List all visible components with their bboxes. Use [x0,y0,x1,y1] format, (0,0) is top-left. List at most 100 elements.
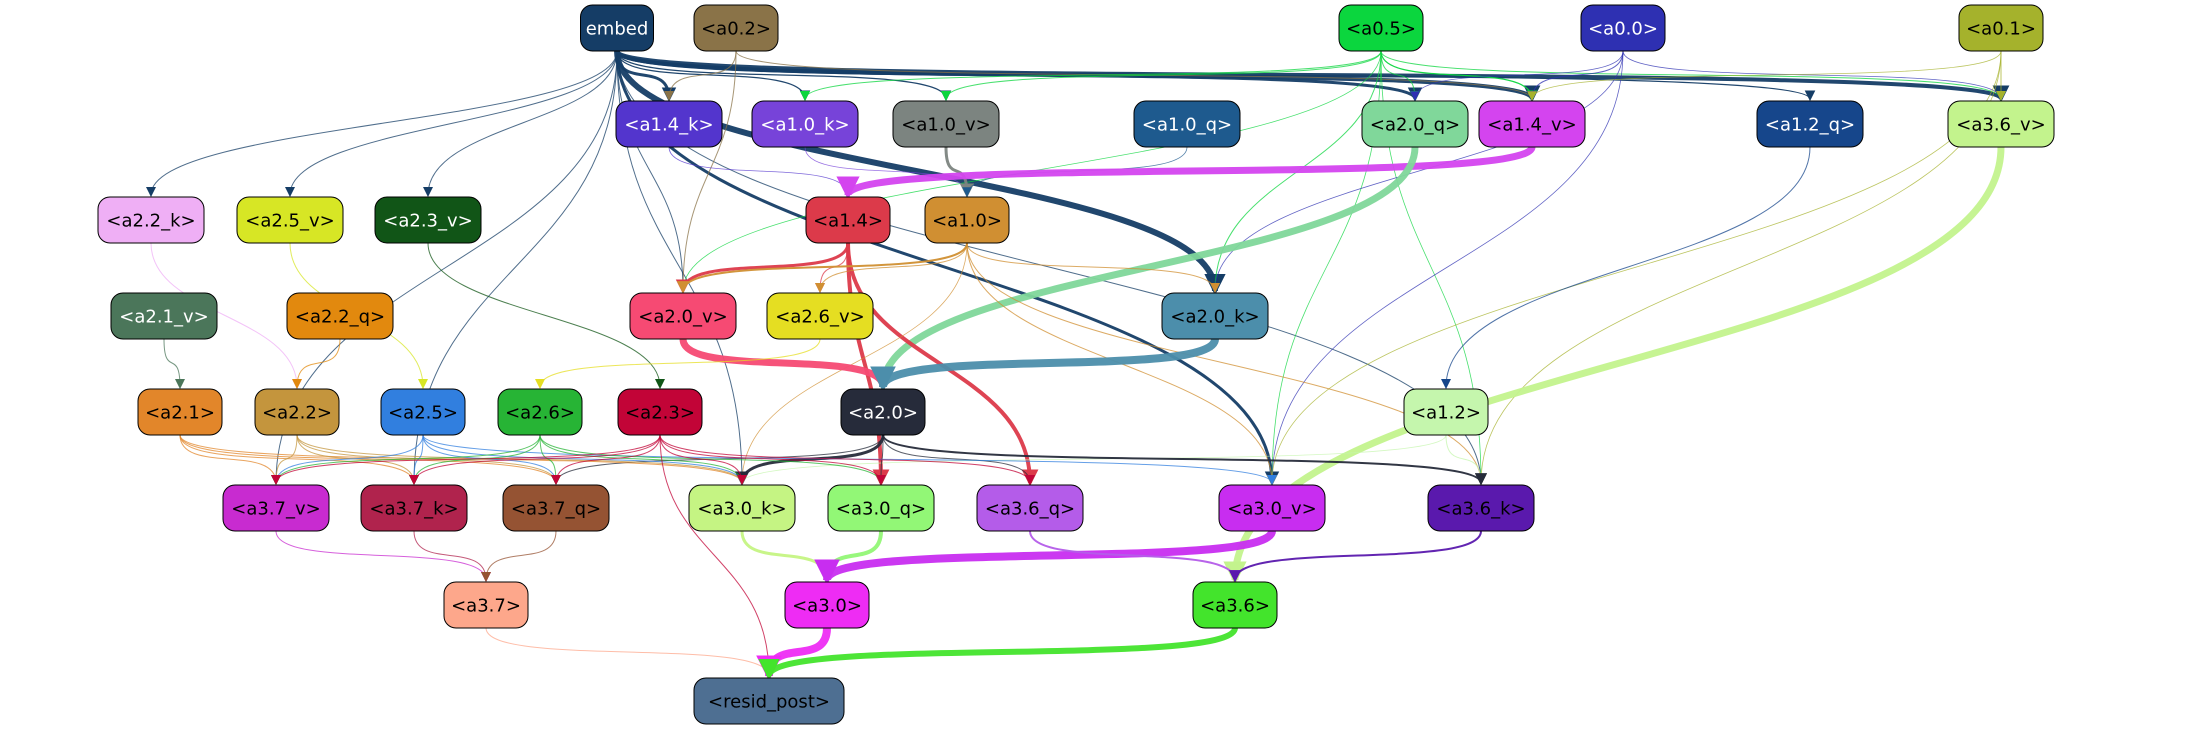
node-a2-2-k[interactable]: <a2.2_k> [97,196,205,244]
node-resid-post[interactable]: <resid_post> [693,677,845,725]
edge-a2_3-to-a3_6_q [659,434,1036,486]
node-a3-7-q[interactable]: <a3.7_q> [502,484,610,532]
edge-a0_5-to-a1_4_v [1380,50,1538,102]
node-a3-6-q[interactable]: <a3.6_q> [976,484,1084,532]
edge-a0_5-to-a1_0_k [800,50,1382,102]
node-a0-0[interactable]: <a0.0> [1580,4,1666,52]
node-label: <a1.0> [932,211,1002,232]
edge-a2_0-to-a3_6_k [882,434,1488,486]
node-box [222,484,330,532]
node-label: <a1.4_v> [1487,115,1576,136]
edge-a2_3-to-a3_7_k [408,434,661,486]
edge-a2_6-to-a3_7_v [270,434,541,486]
node-box [751,100,859,148]
node-label: <a1.0_q> [1142,115,1232,136]
node-a2-6[interactable]: <a2.6> [497,388,583,436]
node-a0-5[interactable]: <a0.5> [1338,4,1424,52]
edge-a0_0-to-a3_6_v [1622,50,2006,101]
node-box [1478,100,1586,148]
node-a3-7-k[interactable]: <a3.7_k> [360,484,468,532]
node-box [1192,581,1278,629]
node-embed[interactable]: embed [580,4,654,52]
node-a2-2-q[interactable]: <a2.2_q> [286,292,394,340]
node-label: <a2.0> [848,403,918,424]
node-a3-0-k[interactable]: <a3.0_k> [688,484,796,532]
node-a1-0-v[interactable]: <a1.0_v> [892,100,1000,148]
node-a0-2[interactable]: <a0.2> [693,4,779,52]
edge-a2_3-to-a3_7_v [270,434,661,486]
edge-embed-to-a2_5_v [284,50,618,198]
edge-a2_2_q-to-a2_2 [291,338,341,390]
node-a2-0-q[interactable]: <a2.0_q> [1361,100,1469,148]
node-label: <a2.5_v> [245,211,334,232]
node-a3-7-v[interactable]: <a3.7_v> [222,484,330,532]
edge-a0_5-to-a2_0_q [1380,50,1421,102]
node-box [617,388,703,436]
node-label: <a3.6> [1200,596,1270,617]
edge-a2_6_v-to-a2_6 [534,338,821,390]
node-box [827,484,935,532]
node-a1-2[interactable]: <a1.2> [1403,388,1489,436]
node-a3-0[interactable]: <a3.0> [784,581,870,629]
edge-a0_5-to-a3_6_v [1380,50,2006,102]
edge-embed-to-a2_2_k [145,50,618,198]
edge-a2_1_v-to-a2_1 [163,338,186,390]
node-a1-4[interactable]: <a1.4> [805,196,891,244]
node-a2-0-v[interactable]: <a2.0_v> [629,292,737,340]
node-a2-3[interactable]: <a2.3> [617,388,703,436]
node-a1-4-v[interactable]: <a1.4_v> [1478,100,1586,148]
node-box [110,292,218,340]
edge-embed-to-a2_0_k [614,50,1226,296]
node-a3-6[interactable]: <a3.6> [1192,581,1278,629]
node-a2-1-v[interactable]: <a2.1_v> [110,292,218,340]
node-label: <a2.0_v> [638,307,727,328]
edge-a1_2-to-a3_0_k [737,434,1447,485]
edge-a1_2-to-a3_6_k [1445,434,1487,486]
node-a2-2[interactable]: <a2.2> [254,388,340,436]
node-label: <a3.0_q> [836,499,926,520]
node-box [1133,100,1241,148]
edge-a2_3-to-a3_0_q [659,434,887,486]
node-a3-6-v[interactable]: <a3.6_v> [1947,100,2055,148]
node-a2-3-v[interactable]: <a2.3_v> [374,196,482,244]
edge-a2_3_v-to-a2_3 [427,242,666,390]
edge-a2_2-to-a3_7_q [296,434,562,486]
node-label: <a2.0_q> [1370,115,1460,136]
node-a2-5-v[interactable]: <a2.5_v> [236,196,344,244]
node-label: <a3.6_k> [1436,499,1525,520]
edge-a1_0_k-to-a1_0 [804,146,972,197]
edge-a2_0-to-a3_6_q [882,434,1036,486]
node-a1-0-q[interactable]: <a1.0_q> [1133,100,1241,148]
node-label: <a0.0> [1588,19,1658,40]
node-a0-1[interactable]: <a0.1> [1958,4,2044,52]
node-a1-4-k[interactable]: <a1.4_k> [615,100,723,148]
node-label: <a3.7> [451,596,521,617]
node-box [497,388,583,436]
node-a1-0[interactable]: <a1.0> [924,196,1010,244]
node-a2-0[interactable]: <a2.0> [840,388,926,436]
edge-a2_1-to-a3_7_v [179,434,282,486]
node-a3-0-v[interactable]: <a3.0_v> [1218,484,1326,532]
node-box [374,196,482,244]
node-box [443,581,529,629]
node-box [1427,484,1535,532]
edge-a2_2_k-to-a2_2 [150,242,303,390]
edge-a1_0_v-to-a1_0 [944,146,975,198]
node-box [1218,484,1326,532]
node-box [688,484,796,532]
node-a2-5[interactable]: <a2.5> [380,388,466,436]
node-a3-6-k[interactable]: <a3.6_k> [1427,484,1535,532]
edge-embed-to-a2_0_v [616,50,689,294]
edge-a1_0-to-a2_0_k [966,242,1221,294]
node-a2-6-v[interactable]: <a2.6_v> [766,292,874,340]
node-a1-2-q[interactable]: <a1.2_q> [1756,100,1864,148]
edge-a1_0-to-a2_6_v [814,242,968,294]
node-box [137,388,223,436]
node-a2-0-k[interactable]: <a2.0_k> [1161,292,1269,340]
node-a3-0-q[interactable]: <a3.0_q> [827,484,935,532]
edge-a2_5-to-a3_0_k [422,434,748,486]
node-a1-0-k[interactable]: <a1.0_k> [751,100,859,148]
node-a3-7[interactable]: <a3.7> [443,581,529,629]
node-a2-1[interactable]: <a2.1> [137,388,223,436]
